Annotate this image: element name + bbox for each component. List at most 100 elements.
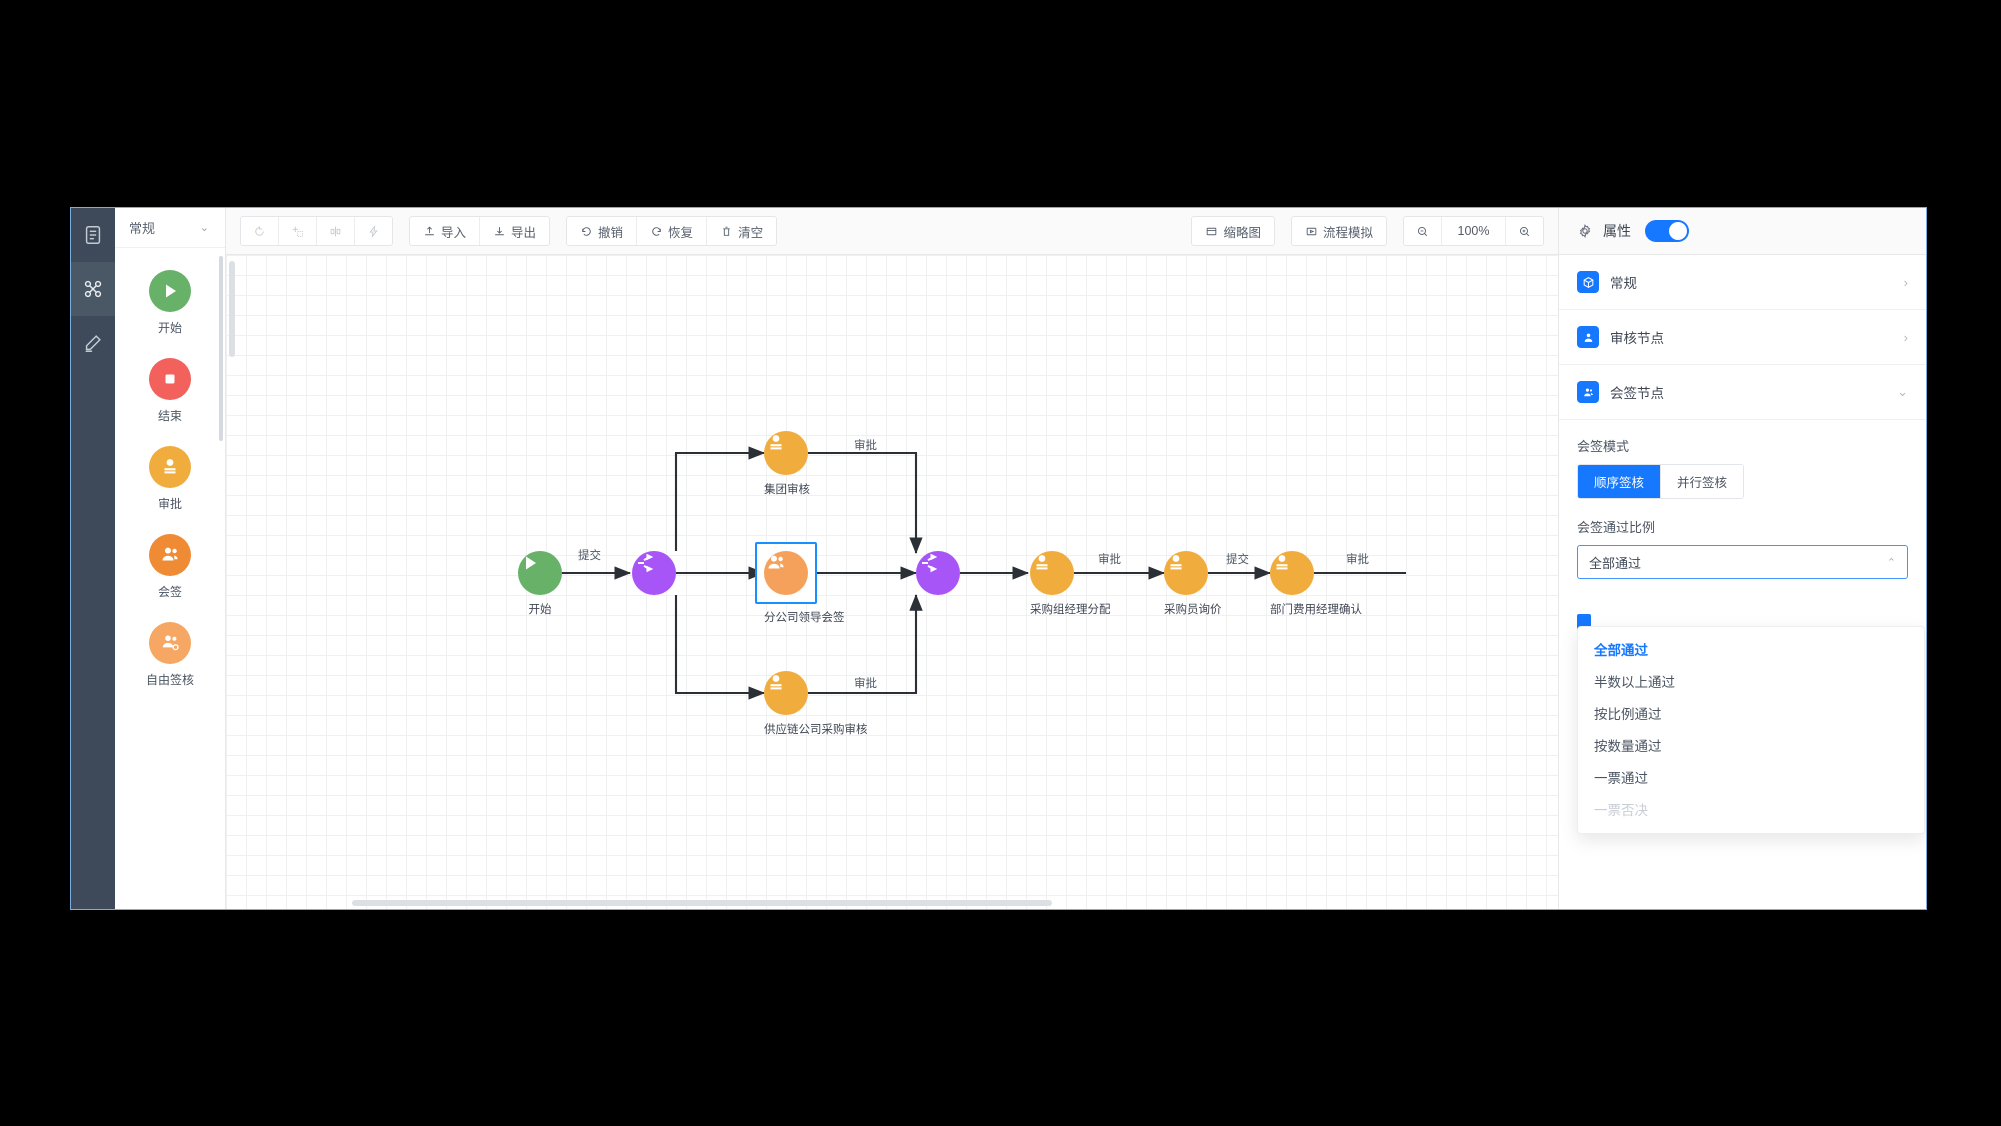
simulate-button[interactable]: 流程模拟 <box>1292 217 1386 245</box>
lightning-icon[interactable] <box>355 217 392 245</box>
chevron-down-icon: ⌄ <box>1897 384 1908 399</box>
thumbnail-button[interactable]: 缩略图 <box>1192 217 1274 245</box>
cube-icon <box>1577 271 1599 293</box>
canvas-area: 导入 导出 撤销 恢复 清空 <box>226 208 1558 909</box>
pass-ratio-value: 全部通过 <box>1589 555 1642 571</box>
flow-node-gateway-1[interactable] <box>632 551 676 595</box>
export-label: 导出 <box>511 225 537 240</box>
flow-node-supply-review[interactable]: 供应链公司采购审核 <box>764 671 868 737</box>
rail-item-flow-nodes-panel[interactable] <box>71 262 115 316</box>
palette-item-label: 审批 <box>157 497 182 511</box>
play-icon <box>518 551 562 595</box>
edge-label: 审批 <box>854 678 877 690</box>
edge-label: 审批 <box>854 440 877 452</box>
mode-option-sequential[interactable]: 顺序签核 <box>1578 465 1662 498</box>
undo-arrow-icon[interactable] <box>241 217 279 245</box>
edge-label: 提交 <box>578 550 601 562</box>
pass-ratio-select[interactable]: 全部通过 ⌃ <box>1577 545 1908 579</box>
toolbar-group-history: 撤销 恢复 清空 <box>566 216 778 246</box>
flow-node-buyer-quote[interactable]: 采购员询价 <box>1164 551 1222 617</box>
flow-node-dept-cost-manager[interactable]: 部门费用经理确认 <box>1270 551 1362 617</box>
palette-item-free-sign[interactable]: 自由签核 <box>115 622 225 688</box>
simulate-label: 流程模拟 <box>1322 225 1373 240</box>
properties-section-review-node[interactable]: 审核节点 › <box>1559 310 1926 365</box>
flow-node-purchasing-manager[interactable]: 采购组经理分配 <box>1030 551 1111 617</box>
palette-item-approval[interactable]: 审批 <box>115 446 225 512</box>
flow-edges <box>562 446 1406 700</box>
import-label: 导入 <box>441 225 467 240</box>
dropdown-option-one-vote-pass[interactable]: 一票通过 <box>1594 771 1648 786</box>
flow-node-branch-countersign[interactable]: 分公司领导会签 <box>755 542 845 625</box>
toolbar-group-simulate: 流程模拟 <box>1290 216 1387 246</box>
zoom-out-icon[interactable] <box>1404 217 1442 245</box>
rail-item-document-panel[interactable] <box>71 208 115 262</box>
zoom-level-value[interactable]: 100% <box>1442 217 1506 245</box>
gateway-icon <box>632 551 676 595</box>
stamp-icon <box>1270 551 1314 595</box>
rail-item-pen-tool[interactable] <box>71 316 115 370</box>
node-palette: 常规 ⌄ 开始 结束 <box>115 208 226 909</box>
stamp-icon <box>1030 551 1074 595</box>
undo-label: 撤销 <box>598 225 624 240</box>
mode-option-parallel[interactable]: 并行签核 <box>1661 465 1744 498</box>
properties-header: 属性 <box>1559 208 1926 255</box>
pass-ratio-label: 会签通过比例 <box>1577 520 1656 535</box>
palette-items: 开始 结束 审批 <box>115 248 225 909</box>
flow-graph: 开始 集团审核 <box>226 255 1558 909</box>
flow-node-gateway-2[interactable] <box>916 551 960 595</box>
dropdown-option-one-vote-veto[interactable]: 一票否决 <box>1594 803 1648 818</box>
toolbar-group-thumbnail: 缩略图 <box>1191 216 1275 246</box>
flow-node-label: 开始 <box>528 604 552 616</box>
palette-item-label: 自由签核 <box>145 673 194 687</box>
palette-item-label: 结束 <box>157 409 182 423</box>
palette-item-end[interactable]: 结束 <box>115 358 225 424</box>
left-icon-rail <box>71 208 115 909</box>
properties-section-countersign-node[interactable]: 会签节点 ⌄ <box>1559 365 1926 420</box>
palette-scrollbar[interactable] <box>219 256 223 441</box>
gateway-icon <box>916 551 960 595</box>
workflow-designer-window: 常规 ⌄ 开始 结束 <box>70 207 1927 910</box>
properties-toggle[interactable] <box>1645 220 1689 242</box>
dropdown-option-all-pass[interactable]: 全部通过 <box>1594 643 1648 658</box>
clear-button[interactable]: 清空 <box>707 217 776 245</box>
edge-label: 审批 <box>1346 554 1369 566</box>
toolbar-group-io: 导入 导出 <box>409 216 551 246</box>
flow-canvas[interactable]: 开始 集团审核 <box>226 255 1558 909</box>
undo-button[interactable]: 撤销 <box>567 217 638 245</box>
group-stamp-icon <box>149 534 191 576</box>
toolbar-group-edit <box>240 216 393 246</box>
flow-node-label: 集团审核 <box>764 484 810 496</box>
flow-node-label: 分公司领导会签 <box>764 612 845 624</box>
import-button[interactable]: 导入 <box>410 217 481 245</box>
flow-node-start[interactable]: 开始 <box>518 551 562 617</box>
flow-node-group-review[interactable]: 集团审核 <box>764 431 810 497</box>
align-center-icon[interactable] <box>317 217 355 245</box>
section-label: 会签节点 <box>1610 386 1664 401</box>
chevron-right-icon: › <box>1903 329 1908 345</box>
stop-square-icon <box>149 358 191 400</box>
palette-item-label: 开始 <box>157 321 182 335</box>
add-node-icon[interactable] <box>279 217 317 245</box>
dropdown-option-majority-pass[interactable]: 半数以上通过 <box>1594 675 1675 690</box>
countersign-mode-segmented: 顺序签核 并行签核 <box>1577 464 1745 499</box>
export-button[interactable]: 导出 <box>480 217 549 245</box>
zoom-in-icon[interactable] <box>1506 217 1543 245</box>
palette-item-start[interactable]: 开始 <box>115 270 225 336</box>
palette-item-countersign[interactable]: 会签 <box>115 534 225 600</box>
canvas-vertical-scrollbar[interactable] <box>229 261 235 357</box>
redo-button[interactable]: 恢复 <box>637 217 708 245</box>
person-icon <box>1577 326 1599 348</box>
play-icon <box>149 270 191 312</box>
properties-section-general[interactable]: 常规 › <box>1559 255 1926 310</box>
dropdown-option-count-pass[interactable]: 按数量通过 <box>1594 739 1662 754</box>
redo-label: 恢复 <box>668 225 694 240</box>
palette-group-header[interactable]: 常规 ⌄ <box>115 208 225 248</box>
flow-node-label: 采购组经理分配 <box>1030 604 1111 616</box>
dropdown-option-ratio-pass[interactable]: 按比例通过 <box>1594 707 1662 722</box>
flow-node-label: 供应链公司采购审核 <box>764 724 868 736</box>
stamp-icon <box>764 671 808 715</box>
canvas-horizontal-scrollbar[interactable] <box>352 900 1052 906</box>
properties-panel: 属性 常规 › 审核节点 › 会签节点 ⌄ 会签模式 <box>1558 208 1926 909</box>
stamp-icon <box>149 446 191 488</box>
section-label: 常规 <box>1610 276 1637 291</box>
